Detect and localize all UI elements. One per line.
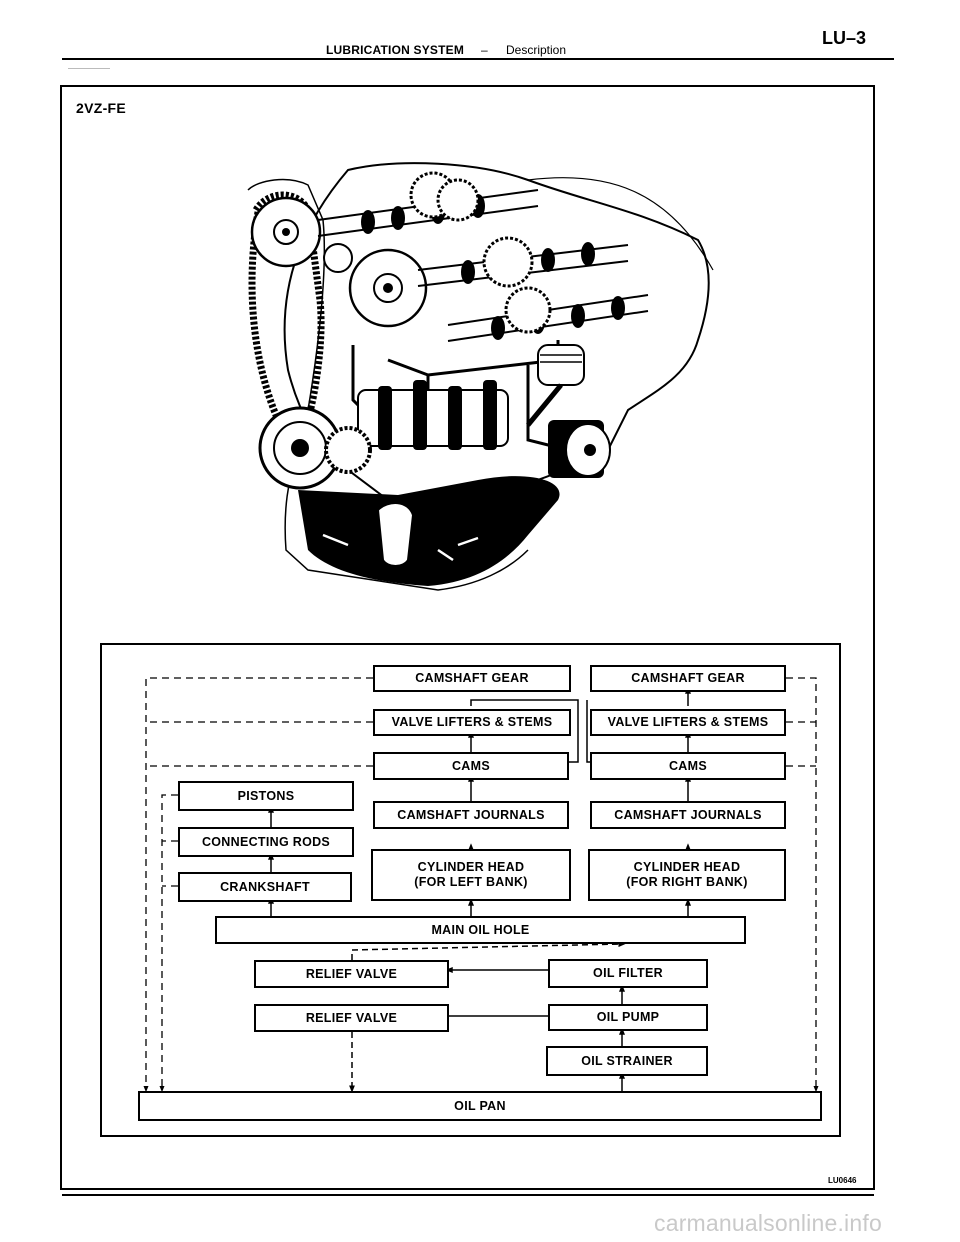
figure-frame [60,85,875,1190]
crankshaft-box: CRANKSHAFT [178,872,352,902]
oil-pan-icon [298,476,560,586]
cams-left-box: CAMS [373,752,569,780]
lubrication-flow-diagram [100,643,841,1137]
camshaft-journals-right-box: CAMSHAFT JOURNALS [590,801,786,829]
cylinder-head-left-box: CYLINDER HEAD (FOR LEFT BANK) [371,849,571,901]
oil-pump-box: OIL PUMP [548,1004,708,1031]
oil-filter-box: OIL FILTER [548,959,708,988]
engine-model-label: 2VZ-FE [76,100,127,116]
cam-pulley-icon [250,196,322,268]
main-oil-hole-box: MAIN OIL HOLE [215,916,746,944]
scan-mark [68,68,110,69]
connecting-rods-box: CONNECTING RODS [178,827,354,857]
cam-pulley-icon [348,248,428,328]
oil-filter-icon [548,420,611,478]
engine-cutaway-illustration [247,162,714,591]
subsection-title: Description [506,43,567,57]
camshaft-journals-left-box: CAMSHAFT JOURNALS [373,801,569,829]
header-rule [62,58,894,60]
relief-valve-lower-box: RELIEF VALVE [254,1004,449,1032]
valve-lifters-left-box: VALVE LIFTERS & STEMS [373,709,571,736]
section-title: LUBRICATION SYSTEM [326,43,465,57]
pistons-box: PISTONS [178,781,354,811]
crank-pulley-icon [258,406,372,490]
cylinder-head-right-box: CYLINDER HEAD (FOR RIGHT BANK) [588,849,786,901]
cams-right-box: CAMS [590,752,786,780]
relief-valve-upper-box: RELIEF VALVE [254,960,449,988]
crankshaft-icon [357,380,509,450]
camshaft-gear-left-box: CAMSHAFT GEAR [373,665,571,692]
bottom-rule [62,1194,874,1196]
oil-pan-box: OIL PAN [138,1091,822,1121]
title-separator: – [481,43,488,57]
camshaft-gear-right-box: CAMSHAFT GEAR [590,665,786,692]
oil-strainer-box: OIL STRAINER [546,1046,708,1076]
piston-icon [526,344,585,427]
page-number: LU–3 [822,28,867,48]
figure-reference-code: LU0646 [828,1176,857,1185]
watermark-text: carmanualsonline.info [654,1210,882,1236]
valve-lifters-right-box: VALVE LIFTERS & STEMS [590,709,786,736]
